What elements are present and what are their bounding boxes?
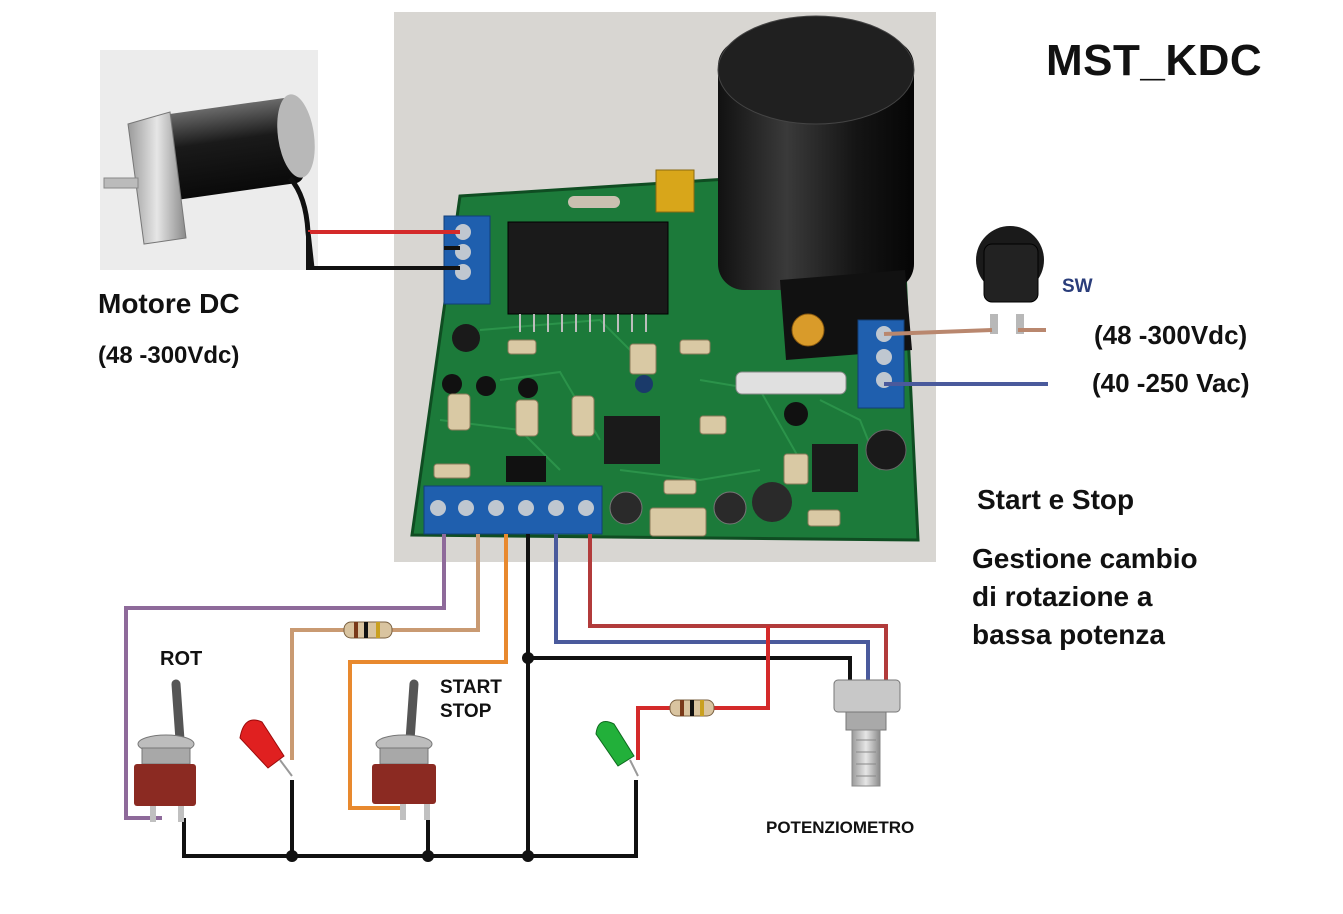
power-wires [883, 328, 1048, 386]
toggle-switch-rot-icon [134, 679, 196, 822]
dc-range-label: (48 -300Vdc) [1094, 320, 1248, 350]
green-led-icon [595, 721, 639, 777]
dc-motor-photo [100, 50, 318, 270]
switch-label: SW [1062, 276, 1093, 297]
start-stop-note: Start e Stop [977, 484, 1135, 515]
red-led-icon [239, 719, 293, 777]
resistor-icon [669, 699, 715, 717]
rocker-switch-icon [976, 226, 1044, 334]
toggle-switch-start-stop-icon [372, 679, 436, 820]
controller-board-photo [394, 12, 936, 562]
start-stop-switch-label: START STOP [440, 677, 502, 722]
control-wiring [124, 534, 888, 858]
motor-voltage-label: (48 -300Vdc) [98, 342, 240, 369]
resistor-icon [343, 621, 393, 639]
page-title: MST_KDC [1046, 36, 1263, 85]
ac-range-label: (40 -250 Vac) [1092, 368, 1250, 398]
motor-wires [306, 230, 460, 270]
rot-switch-label: ROT [160, 648, 203, 670]
wire-junctions [286, 652, 534, 862]
rotation-note: Gestione cambio di rotazione a bassa pot… [972, 543, 1198, 650]
potentiometer-label: POTENZIOMETRO [766, 818, 915, 837]
potentiometer-icon [833, 679, 901, 787]
motor-label: Motore DC [98, 288, 240, 319]
